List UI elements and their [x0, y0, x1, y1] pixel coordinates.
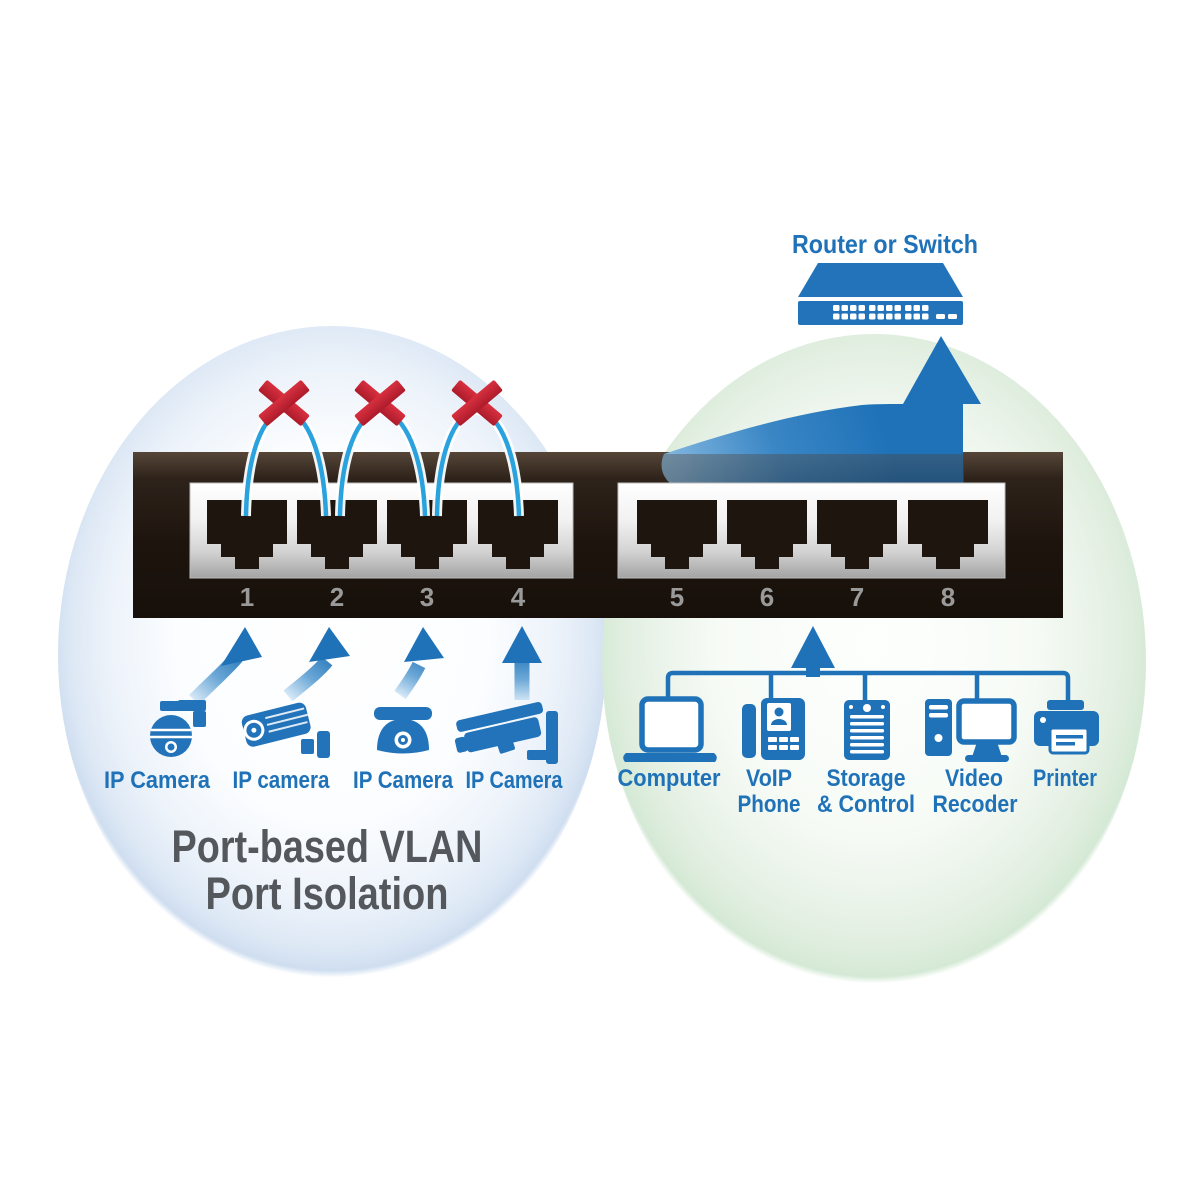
- blocked-x-marks: [258, 380, 503, 426]
- camera-2-label: IP camera: [233, 767, 331, 794]
- camera-4-label: IP Camera: [466, 767, 564, 794]
- dome-camera-icon: [374, 707, 432, 754]
- voip-label-line2: Phone: [738, 791, 801, 818]
- port-3-number: 3: [420, 582, 434, 612]
- caption-line1: Port-based VLAN: [172, 821, 483, 872]
- port-3: [387, 500, 467, 569]
- video-label-line1: Video: [945, 765, 1003, 792]
- device-labels: Computer VoIP Phone Storage & Control Vi…: [618, 765, 1098, 818]
- port-8-number: 8: [941, 582, 955, 612]
- x-mark-icon: [258, 380, 310, 426]
- router-label: Router or Switch: [792, 229, 978, 259]
- camera-3-label: IP Camera: [353, 767, 454, 794]
- port-2: [297, 500, 377, 569]
- port-5-number: 5: [670, 582, 684, 612]
- storage-label-line2: & Control: [817, 791, 915, 818]
- rj45-ports: [207, 500, 988, 569]
- camera-1-label: IP Camera: [104, 767, 211, 794]
- port-7-number: 7: [850, 582, 864, 612]
- camera-icons: [150, 700, 558, 764]
- caption-line2: Port Isolation: [206, 868, 449, 919]
- camera-arrow-1: [189, 627, 262, 705]
- ptz-camera-icon: [150, 700, 206, 757]
- server-icon: [844, 700, 890, 760]
- computer-label: Computer: [618, 765, 721, 792]
- printer-icon: [1034, 700, 1099, 755]
- port-1: [207, 500, 287, 569]
- uplink-small-arrow-icon: [791, 626, 835, 677]
- port-numbers: 1 2 3 4 5 6 7 8: [240, 582, 955, 612]
- port-7: [817, 500, 897, 569]
- camera-arrow-4: [502, 626, 542, 700]
- port-4: [478, 500, 558, 569]
- connector-bus-line: [665, 670, 1071, 703]
- laptop-icon: [623, 696, 717, 762]
- port-4-number: 4: [511, 582, 526, 612]
- camera-arrow-2: [283, 627, 350, 702]
- video-recorder-icon: [925, 698, 1017, 762]
- video-label-line2: Recoder: [933, 791, 1018, 818]
- device-icons: [623, 696, 1099, 762]
- port-1-number: 1: [240, 582, 254, 612]
- device-connectors: [665, 626, 1071, 703]
- port-6: [727, 500, 807, 569]
- port-5: [637, 500, 717, 569]
- port-8: [908, 500, 988, 569]
- router-switch-icon: [798, 263, 963, 325]
- caption: Port-based VLAN Port Isolation: [172, 821, 483, 919]
- camera-arrows: [189, 626, 542, 705]
- camera-labels: IP Camera IP camera IP Camera IP Camera: [104, 767, 563, 794]
- camera-arrow-3: [394, 627, 444, 700]
- voip-phone-icon: [742, 698, 805, 760]
- printer-label: Printer: [1033, 765, 1097, 792]
- x-mark-icon: [354, 380, 406, 426]
- storage-label-line1: Storage: [827, 765, 906, 792]
- x-mark-icon: [451, 380, 503, 426]
- bullet-camera-icon: [241, 702, 330, 758]
- box-camera-icon: [454, 702, 558, 764]
- voip-label-line1: VoIP: [746, 765, 792, 792]
- port-6-number: 6: [760, 582, 774, 612]
- port-2-number: 2: [330, 582, 344, 612]
